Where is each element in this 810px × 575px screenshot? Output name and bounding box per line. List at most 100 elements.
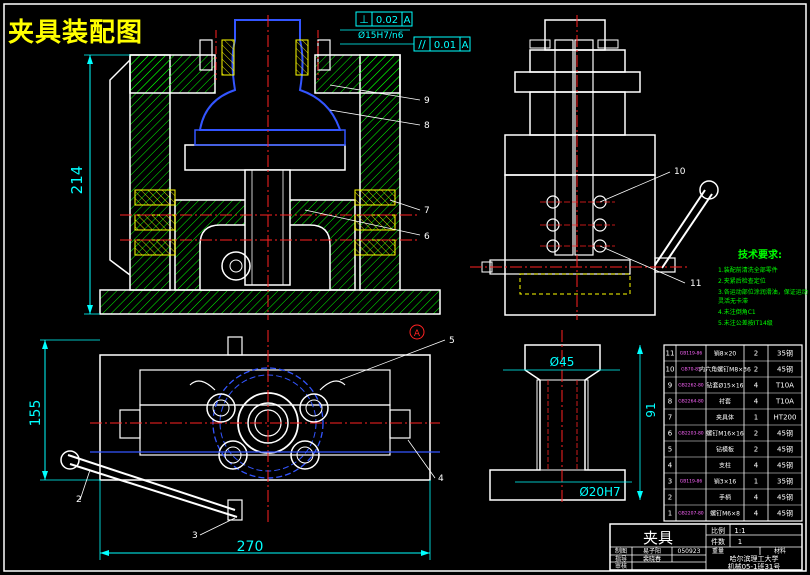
technical-requirements: 技术要求: 1.装配前清洗全部零件 2.夹紧后检查定位 3.各运动部位涂润滑油，… (718, 248, 808, 327)
drawing-number: 050923 (678, 548, 701, 555)
bom-cell-mat: T10A (775, 382, 794, 390)
bom-cell-mat: HT200 (774, 414, 797, 422)
bom-cell-code: GB2207-80 (678, 511, 704, 517)
bom-cell-name: 衬套 (719, 397, 731, 405)
bom-cell-name: 手柄 (719, 493, 731, 501)
top-plate-right (314, 54, 401, 94)
bom-cell-qty: 4 (754, 462, 759, 470)
side-view: 10 11 (470, 15, 719, 320)
bom-cell-no: 9 (668, 382, 672, 390)
front-section-view: 214 (68, 15, 441, 320)
title-block-name: 夹具 (643, 529, 673, 547)
balloon-6: 6 (424, 232, 430, 242)
bom-cell-no: 10 (666, 366, 675, 374)
plan-bushing-2 (299, 393, 329, 423)
sheet-border (3, 3, 807, 572)
bom-cell-no: 6 (668, 430, 673, 438)
bom-cell-qty: 1 (754, 478, 758, 486)
bom-cell-no: 2 (668, 494, 672, 502)
tolerance-frames: ⊥ 0.02 A Ø15H7/n6 // 0.01 A (340, 11, 471, 52)
balloon-2: 2 (76, 495, 82, 505)
datum-marker: A (414, 329, 421, 339)
plan-bushing-1 (206, 393, 236, 423)
bom-cell-qty: 2 (754, 350, 758, 358)
bom-cell-no: 7 (668, 414, 672, 422)
bom-cell-mat: 45钢 (777, 445, 793, 454)
bom-cell-no: 1 (668, 510, 672, 518)
bom-cell-mat: 35钢 (777, 477, 793, 486)
bom-cell-mat: 45钢 (777, 461, 793, 470)
bolt-right (317, 39, 331, 71)
balloon-10: 10 (674, 167, 686, 177)
material-label: 材料 (774, 547, 786, 555)
tech-req-line-6: 5.未注公差按IT14级 (718, 319, 773, 327)
plan-handle (67, 454, 236, 511)
count-label: 件数 (711, 537, 725, 546)
bom-cell-no: 3 (668, 478, 672, 486)
review-label: 审核 (615, 562, 627, 570)
balloon-5: 5 (449, 336, 455, 346)
bom-cell-code: GB2203-80 (678, 431, 704, 437)
bom-cell-name: 销8×20 (714, 349, 737, 357)
bom-cell-no: 4 (668, 462, 673, 470)
title-block: 夹具 比例 1:1 件数 1 制图 易子阳 050923 重量 材料 指导 裴晓… (609, 523, 803, 571)
dim-dia-top: Ø45 (550, 355, 575, 369)
draw-label: 制图 (615, 547, 627, 555)
drawer-name: 易子阳 (643, 547, 661, 555)
bom-cell-mat: T10A (775, 398, 794, 406)
bom-cell-no: 8 (668, 398, 672, 406)
tech-req-line-5: 4.未注倒角C1 (718, 308, 756, 316)
bom-cell-code: GB119-86 (680, 351, 703, 357)
balloon-11: 11 (690, 279, 701, 289)
balloon-7: 7 (424, 206, 430, 216)
tech-req-line-3: 3.各运动部位涂润滑油，保证运动 (718, 288, 808, 296)
bom-cell-qty: 4 (754, 382, 759, 390)
plan-bushing-4 (290, 440, 320, 470)
bom-cell-qty: 2 (754, 446, 758, 454)
check-label: 指导 (615, 555, 627, 563)
svg-text://: // (418, 38, 426, 51)
bom-cell-mat: 45钢 (777, 365, 793, 374)
bom-cell-mat: 45钢 (777, 493, 793, 502)
bom-cell-name: 钻套Ø15×16 (706, 381, 743, 389)
workpiece-disk (184, 144, 346, 171)
dim-height-plan: 155 (28, 400, 44, 427)
drawing-title: 夹具装配图 (8, 18, 144, 48)
tech-req-line-2: 2.夹紧后检查定位 (718, 277, 766, 285)
bom-cell-code: GB2264-80 (678, 399, 704, 405)
bom-cell-no: 5 (668, 446, 672, 454)
pin-part-view: Ø45 Ø20H7 91 (489, 330, 658, 505)
dim-width-plan: 270 (237, 539, 264, 555)
bom-cell-name: 螺钉M6×8 (710, 509, 740, 517)
school-name: 哈尔滨理工大学 (730, 554, 779, 563)
checker-name: 裴晓春 (643, 555, 661, 563)
leader-balloons: 9 8 7 6 (304, 84, 430, 242)
bom-cell-code: GB70-85 (681, 367, 701, 373)
eccentric-pin (221, 251, 251, 281)
bom-cell-no: 11 (666, 350, 675, 358)
plan-view: 155 270 A 5 4 3 2 (28, 324, 455, 560)
class-info: 机械05-1班31号 (728, 562, 781, 571)
bom-cell-name: 夹具体 (716, 413, 734, 421)
para-tolerance-datum: A (462, 40, 469, 51)
balloon-4: 4 (438, 474, 444, 484)
perp-tolerance-datum: A (404, 15, 411, 26)
bom-cell-qty: 2 (754, 366, 758, 374)
bom-cell-name: 销3×16 (714, 477, 737, 485)
plan-base (99, 354, 431, 481)
balloon-9: 9 (424, 96, 430, 106)
bom-cell-mat: 35钢 (777, 349, 793, 358)
weight-label: 重量 (712, 547, 724, 555)
svg-text:⊥: ⊥ (359, 13, 369, 26)
tech-req-heading: 技术要求: (738, 248, 782, 261)
bolt-left (199, 39, 213, 71)
base-plate (99, 289, 441, 315)
bom-cell-code: GB2262-80 (678, 383, 704, 389)
bom-cell-name: 支柱 (719, 461, 731, 469)
bom-cell-qty: 2 (754, 430, 758, 438)
bom-cell-mat: 45钢 (777, 509, 793, 518)
balloon-8: 8 (424, 121, 430, 131)
para-tolerance-value: 0.01 (434, 40, 456, 51)
